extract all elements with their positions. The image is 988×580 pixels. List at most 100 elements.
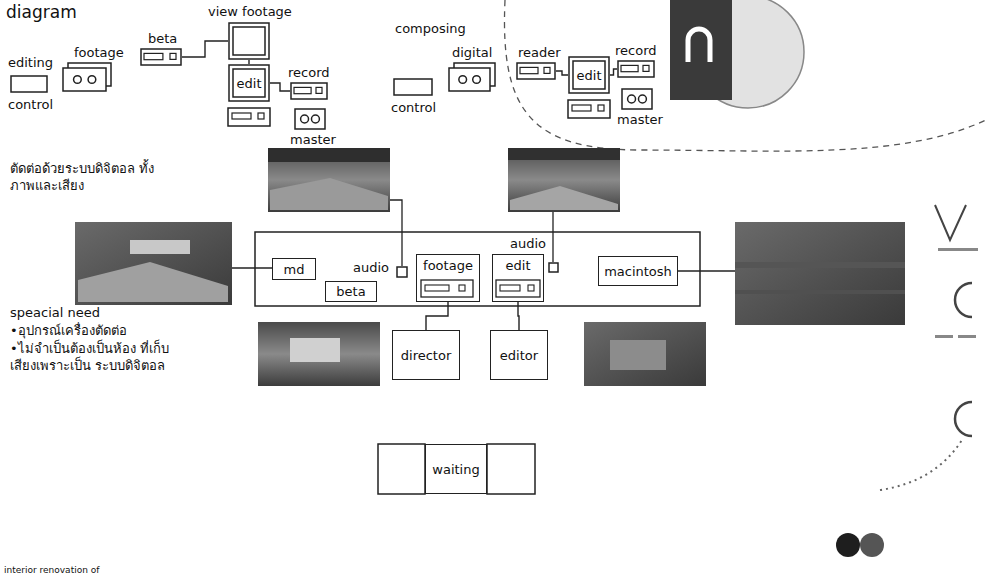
connector-line bbox=[270, 83, 290, 91]
room-box: edit bbox=[492, 254, 544, 302]
node-label: beta bbox=[336, 284, 365, 299]
deck-button bbox=[316, 87, 322, 93]
dotted-arc bbox=[880, 440, 962, 490]
deck-icon: record bbox=[617, 60, 655, 78]
audio-port-shape bbox=[396, 266, 408, 278]
control-box-shape bbox=[393, 78, 433, 96]
node-label: audio bbox=[353, 260, 389, 275]
node-label: view footage bbox=[208, 4, 292, 19]
photo-detail bbox=[270, 178, 388, 210]
tape-body bbox=[449, 68, 490, 91]
photo bbox=[75, 222, 232, 305]
deck-slot bbox=[232, 113, 251, 119]
node-label: master bbox=[290, 132, 336, 147]
monitor-icon: view footage bbox=[228, 22, 270, 60]
deck-body bbox=[141, 49, 181, 65]
connector-line bbox=[248, 60, 249, 64]
tape-icon: master bbox=[621, 88, 653, 110]
node-label: footage bbox=[423, 258, 473, 273]
note-label: speacial need bbox=[10, 304, 100, 321]
photo-detail bbox=[735, 290, 905, 294]
room-box: waiting bbox=[425, 444, 487, 494]
photo-ground bbox=[258, 322, 380, 386]
tape-body bbox=[295, 109, 325, 129]
monitor-screen bbox=[573, 61, 605, 89]
node-label: record bbox=[288, 65, 330, 80]
outline bbox=[394, 79, 432, 95]
monitor-icon: edit bbox=[228, 64, 270, 102]
note-label: composing bbox=[395, 20, 466, 37]
note-label: editing bbox=[8, 54, 53, 71]
tape-icon: master bbox=[294, 108, 326, 130]
photo-ground bbox=[268, 148, 390, 212]
tape-body bbox=[622, 89, 652, 109]
monitor-frame bbox=[569, 57, 609, 93]
control-box-shape bbox=[10, 75, 48, 93]
audio-port-shape bbox=[548, 262, 559, 273]
node-label: edit bbox=[237, 76, 262, 91]
photo bbox=[735, 222, 905, 325]
photo-detail bbox=[610, 340, 666, 370]
deck-button bbox=[528, 285, 534, 291]
room-box: beta bbox=[325, 281, 377, 302]
deck-slot bbox=[425, 285, 449, 291]
photo-ground bbox=[75, 222, 232, 305]
photo-detail bbox=[78, 262, 228, 302]
photo bbox=[268, 148, 390, 212]
connector-line bbox=[182, 41, 228, 57]
node-label: editor bbox=[500, 348, 538, 363]
node-label: footage bbox=[74, 45, 124, 60]
deck-icon: beta bbox=[140, 48, 182, 66]
tape-reel bbox=[638, 95, 646, 103]
monitor-screen bbox=[233, 69, 265, 97]
decor-dot bbox=[860, 533, 884, 557]
deck-body bbox=[291, 83, 327, 99]
wire bbox=[678, 270, 735, 271]
tape-reel bbox=[301, 115, 309, 123]
node-label: reader bbox=[518, 45, 561, 60]
deck-icon-shape bbox=[290, 82, 328, 100]
note-label: •อุปกรณ์เครื่องตัดต่อ bbox=[10, 322, 127, 339]
room-box: md bbox=[272, 258, 316, 280]
decor-dot bbox=[836, 533, 860, 557]
deck-icon bbox=[496, 280, 540, 297]
photo bbox=[508, 148, 620, 212]
decor-mark bbox=[935, 335, 953, 338]
deck-icon-shape bbox=[516, 62, 556, 80]
tape-icon-shape bbox=[621, 88, 653, 110]
deck-body bbox=[421, 280, 473, 297]
node-label: edit bbox=[506, 258, 531, 273]
photo-detail bbox=[268, 148, 390, 162]
room-outline bbox=[255, 232, 700, 306]
connector-line bbox=[556, 71, 568, 75]
deck-icon bbox=[421, 280, 473, 297]
photo bbox=[584, 322, 706, 386]
node-label: edit bbox=[577, 68, 602, 83]
dashed-arc bbox=[504, 0, 986, 151]
deck-icon bbox=[568, 100, 610, 118]
tape-reel bbox=[74, 76, 82, 84]
node-label: macintosh bbox=[604, 264, 672, 279]
deck-slot bbox=[572, 105, 591, 111]
audio-port: audio bbox=[396, 266, 408, 278]
node-label: director bbox=[401, 348, 451, 363]
deck-slot bbox=[500, 285, 520, 291]
room-box: editor bbox=[490, 330, 548, 380]
deck-slot bbox=[520, 67, 538, 73]
node-label: md bbox=[284, 262, 305, 277]
photo bbox=[258, 322, 380, 386]
node-label: beta bbox=[148, 31, 177, 46]
photo-detail bbox=[290, 338, 340, 362]
room-box: director bbox=[392, 330, 460, 380]
deck-button bbox=[258, 113, 264, 119]
note-label: •ไม่จำเป็นต้องเป็นห้อง ที่เก็บเสียงเพราะ… bbox=[10, 340, 170, 374]
tape-body bbox=[63, 68, 106, 91]
deck-slot bbox=[621, 65, 638, 71]
tape-reel bbox=[311, 115, 319, 123]
note-label: ตัดต่อด้วยระบบดิจิตอล ทั้งภาพและเสียง bbox=[10, 160, 160, 194]
deck-slot bbox=[144, 53, 163, 59]
decor-mark bbox=[935, 205, 966, 240]
